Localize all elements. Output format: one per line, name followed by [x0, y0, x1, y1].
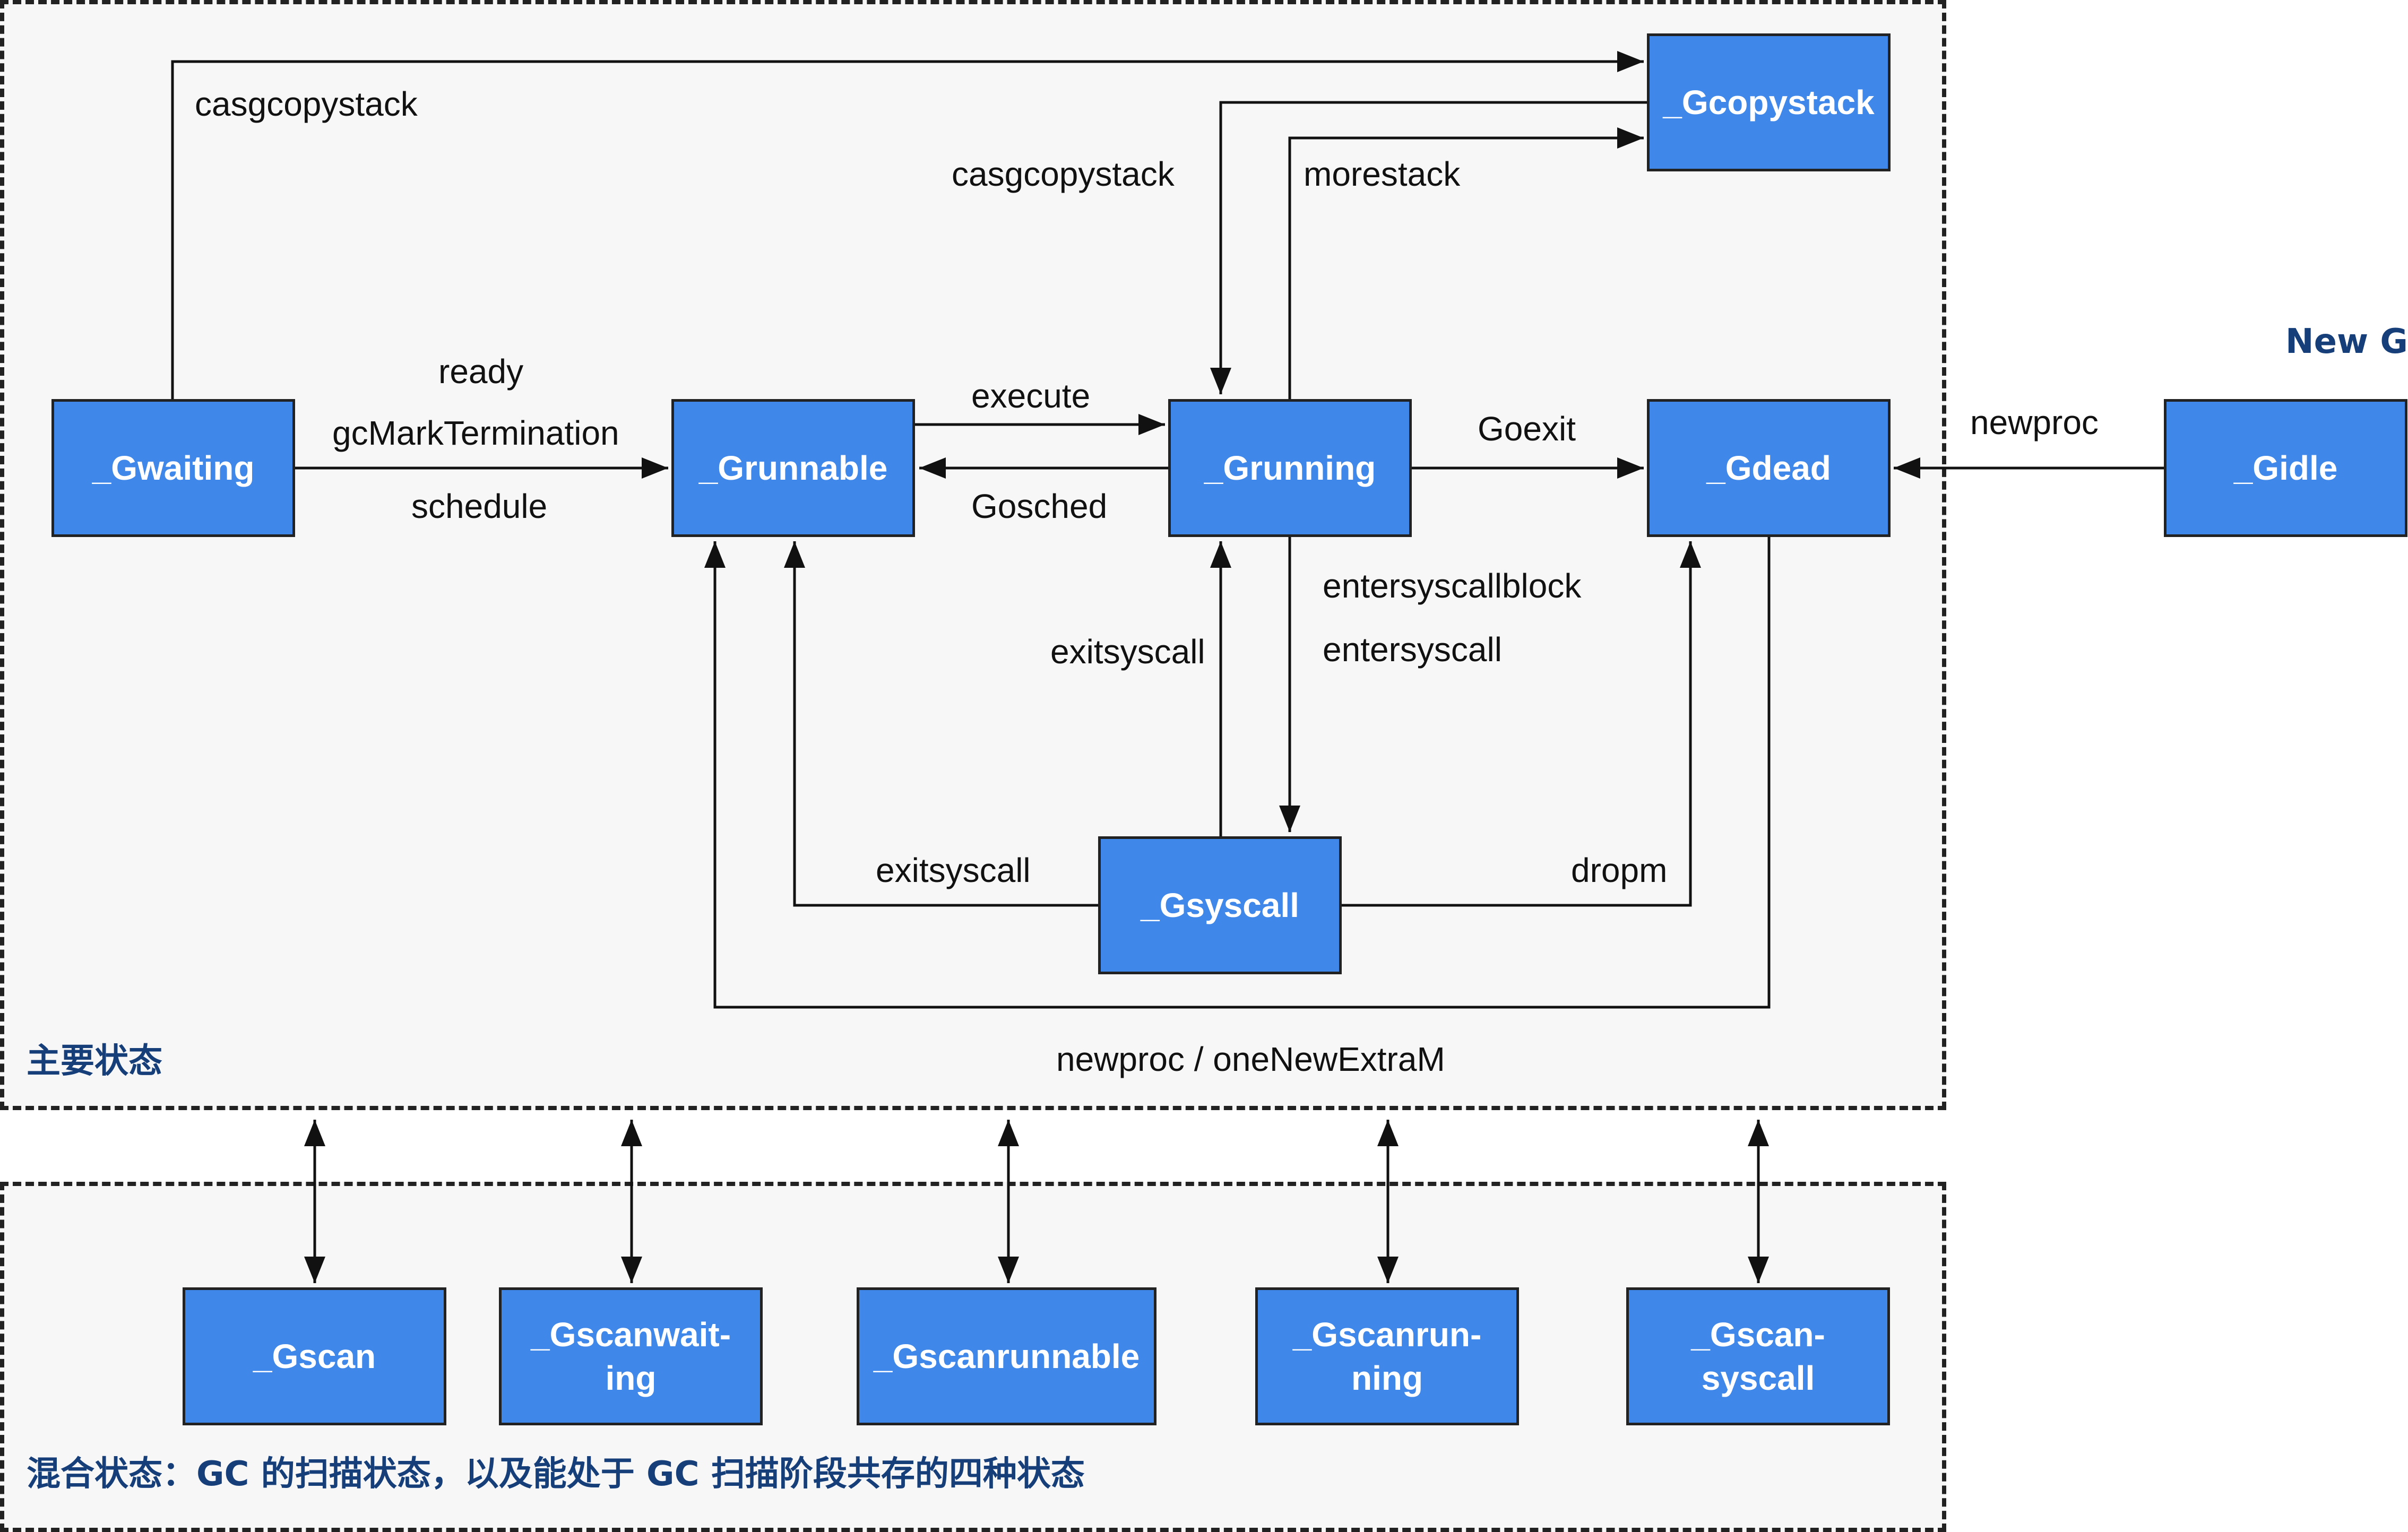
label-entersyscallblock: entersyscallblock — [1323, 567, 1582, 605]
label-new-g: New G — [2285, 322, 2408, 361]
main-states-region — [0, 0, 1946, 1110]
label-exitsyscall-left: exitsyscall — [876, 851, 1031, 889]
node-gidle: _Gidle — [2164, 399, 2407, 537]
label-dropm: dropm — [1571, 851, 1668, 889]
node-gwaiting: _Gwaiting — [51, 399, 295, 537]
node-gcopystack: _Gcopystack — [1647, 33, 1891, 171]
label-goexit: Goexit — [1478, 410, 1576, 448]
label-entersyscall: entersyscall — [1323, 630, 1502, 669]
node-gscan: _Gscan — [183, 1287, 446, 1425]
label-gcmarktermination: gcMarkTermination — [332, 414, 619, 452]
node-gscanrunning: _Gscanrun- ning — [1255, 1287, 1519, 1425]
node-gscanrunnable: _Gscanrunnable — [857, 1287, 1156, 1425]
node-gsyscall: _Gsyscall — [1098, 836, 1342, 974]
edge-casgcopystack-running — [1210, 101, 1648, 394]
label-exitsyscall-right: exitsyscall — [1050, 633, 1205, 671]
edge-casgcopystack-waiting — [171, 51, 1644, 399]
edge-newproc-onenewextram — [704, 537, 1771, 1009]
node-gscanwaiting: _Gscanwait- ing — [499, 1287, 763, 1425]
caption-mixed-states: 混合状态：GC 的扫描状态，以及能处于 GC 扫描阶段共存的四种状态 — [27, 1455, 1085, 1494]
label-casgcopystack-mid: casgcopystack — [952, 155, 1175, 193]
label-newproc-onenewextram: newproc / oneNewExtraM — [1056, 1040, 1445, 1078]
node-grunning: _Grunning — [1168, 399, 1412, 537]
edge-morestack — [1288, 127, 1644, 399]
label-morestack: morestack — [1304, 155, 1461, 193]
edge-exitsyscall-runnable — [784, 541, 1100, 907]
caption-main-states: 主要状态 — [27, 1042, 162, 1081]
label-gosched: Gosched — [971, 487, 1108, 525]
node-gdead: _Gdead — [1647, 399, 1891, 537]
label-ready: ready — [438, 352, 524, 391]
label-execute: execute — [971, 377, 1091, 415]
node-gscansyscall: _Gscan- syscall — [1626, 1287, 1890, 1425]
label-schedule: schedule — [411, 487, 548, 525]
edge-dropm — [1342, 541, 1701, 907]
label-newproc: newproc — [1970, 403, 2099, 442]
label-casgcopystack-top: casgcopystack — [195, 85, 418, 123]
node-grunnable: _Grunnable — [671, 399, 915, 537]
